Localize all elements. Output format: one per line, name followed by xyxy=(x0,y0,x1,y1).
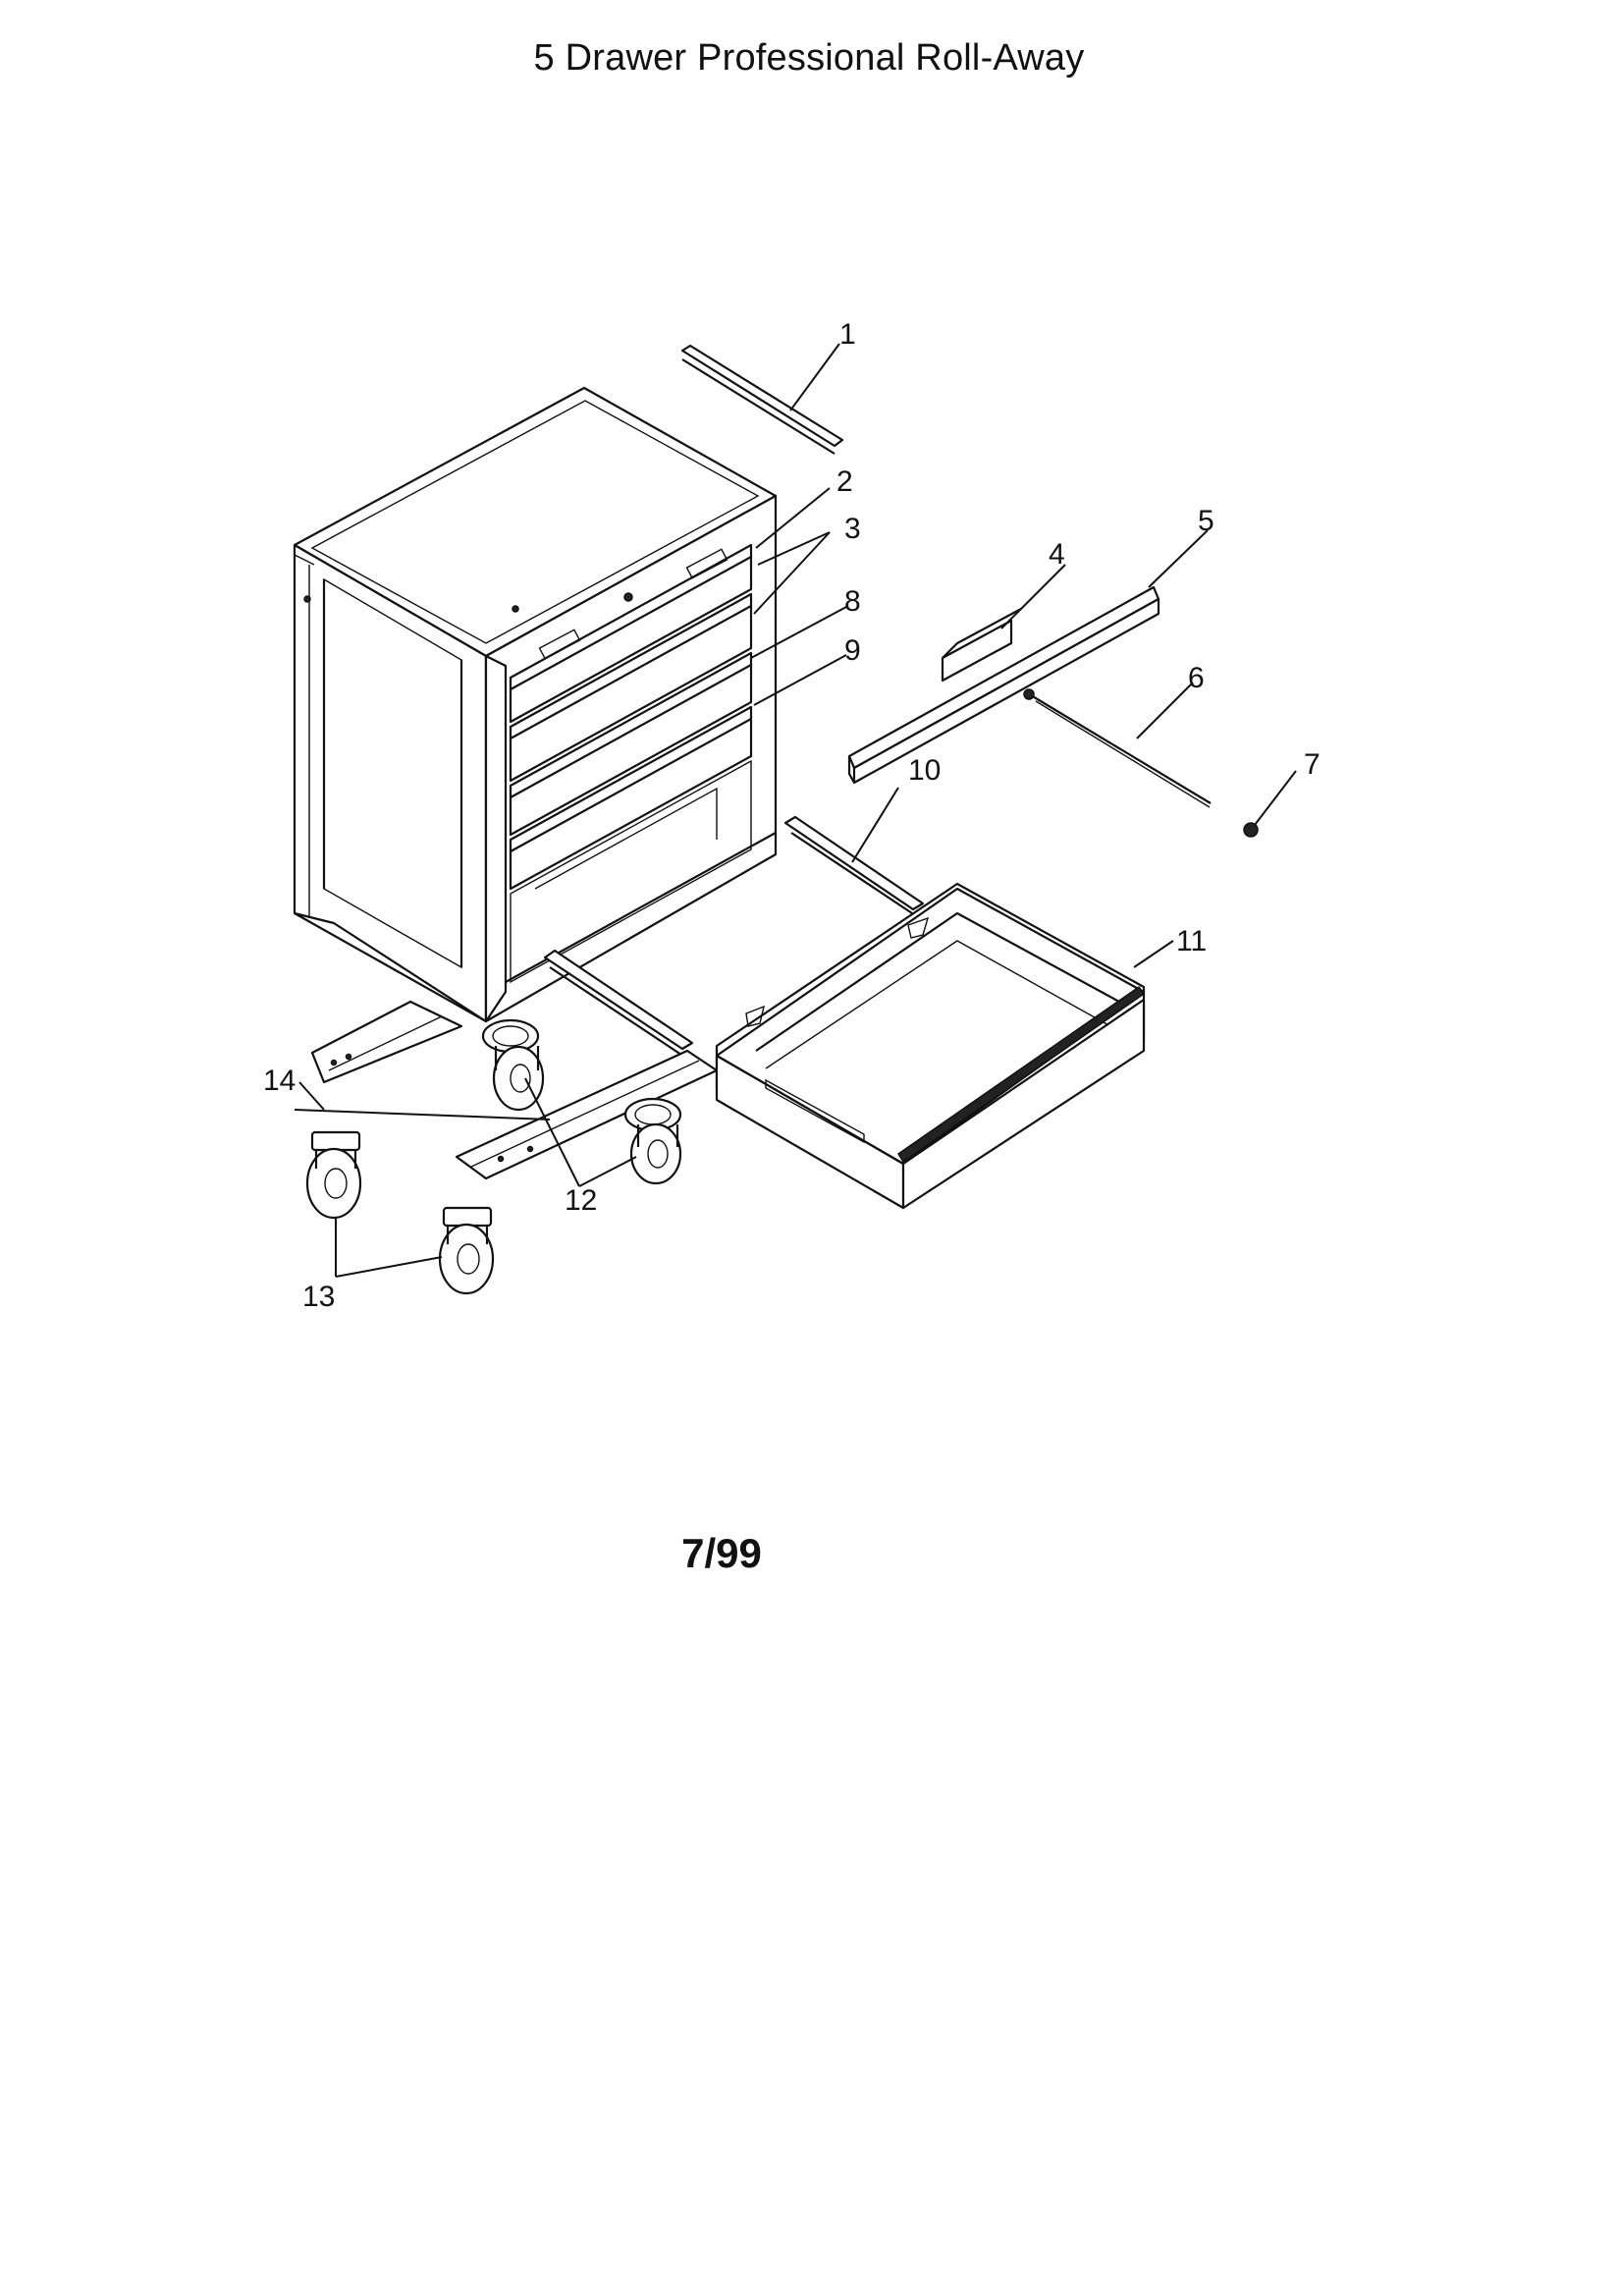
part-12-caster-a xyxy=(481,1018,545,1112)
lower-slide xyxy=(543,949,694,1060)
callout-9: 9 xyxy=(844,634,861,667)
leader-lines xyxy=(294,343,1297,1278)
callout-10: 10 xyxy=(908,754,941,787)
drawer-fronts xyxy=(509,543,753,984)
callout-8: 8 xyxy=(844,585,861,618)
callout-labels: 1 2 3 4 5 6 7 8 9 10 11 12 13 14 xyxy=(263,318,1321,1313)
part-13-caster-a xyxy=(305,1130,362,1220)
callout-1: 1 xyxy=(839,318,856,351)
callout-6: 6 xyxy=(1188,662,1205,694)
part-1-top-rail xyxy=(680,344,844,455)
callout-14: 14 xyxy=(263,1065,296,1097)
part-10-slide xyxy=(783,815,925,916)
cabinet-body xyxy=(293,386,778,1023)
part-14-base-plates xyxy=(310,1000,719,1180)
callout-3: 3 xyxy=(844,513,861,545)
part-5-channel xyxy=(847,585,1160,785)
callout-12: 12 xyxy=(565,1184,597,1217)
part-13-caster-b xyxy=(438,1206,495,1295)
part-7-knob xyxy=(1243,822,1259,838)
callout-4: 4 xyxy=(1049,538,1065,571)
page-title: 5 Drawer Professional Roll-Away xyxy=(533,37,1085,79)
part-12-caster-b xyxy=(623,1097,682,1185)
part-6-rod xyxy=(1023,688,1212,808)
callout-13: 13 xyxy=(302,1281,335,1313)
callout-5: 5 xyxy=(1198,505,1214,537)
revision-date: 7/99 xyxy=(681,1530,762,1576)
part-4-bracket xyxy=(941,608,1022,683)
part-11-drawer xyxy=(715,882,1146,1210)
callout-2: 2 xyxy=(836,465,853,498)
callout-11: 11 xyxy=(1176,925,1207,957)
callout-7: 7 xyxy=(1304,748,1321,781)
